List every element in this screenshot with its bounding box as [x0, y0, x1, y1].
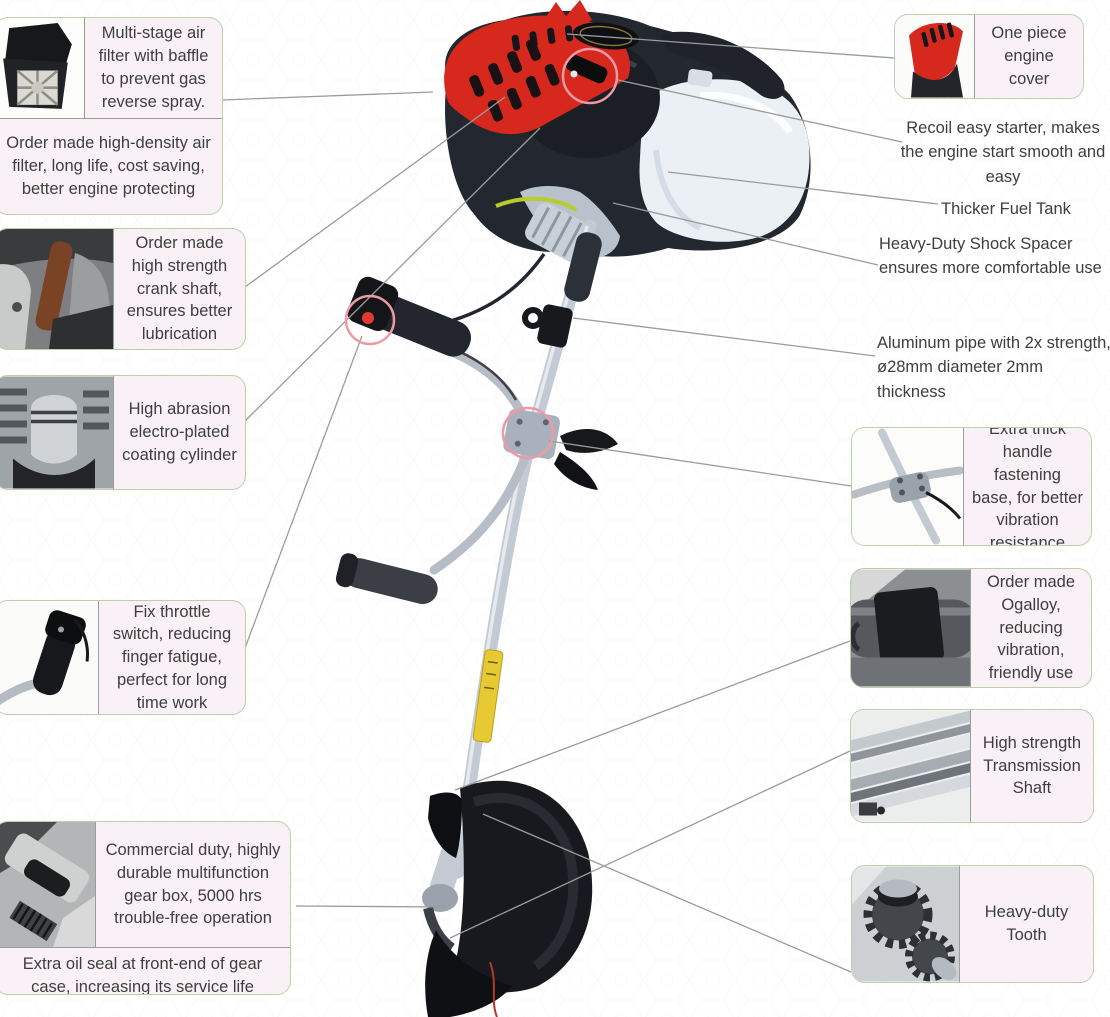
line-transmission [449, 750, 851, 939]
guard-wing [428, 792, 462, 858]
tooth-gear-photo [852, 866, 960, 982]
line-gear-box [295, 905, 447, 908]
callout-handle-base: Extra thick handle fastening base, for b… [851, 427, 1092, 546]
fuel-tank-shade [653, 149, 702, 231]
line-recoil [617, 79, 903, 143]
engine-shoulder [660, 31, 785, 99]
fuel-tank-highlight [699, 91, 793, 135]
callout-text: Commercial duty, highly durable multifun… [105, 840, 281, 928]
kill-switch-button [362, 312, 374, 324]
wing-screw-lower [554, 452, 598, 490]
highlight-throttle-switch [344, 294, 396, 346]
cylinder-photo [0, 376, 114, 489]
vent-grid [469, 39, 560, 122]
callout-note: Extra oil seal at front-end of gear case… [0, 947, 290, 994]
left-grip [335, 553, 438, 605]
highlight-starter [561, 47, 619, 105]
engine-cover-photo [895, 15, 975, 98]
fuel-tank [639, 79, 810, 242]
callout-throttle: Fix throttle switch, reducing finger fat… [0, 600, 246, 715]
wing-screw [560, 429, 618, 453]
upper-clamp [522, 304, 573, 348]
callout-text: Extra thick handle fastening base, for b… [972, 427, 1083, 546]
line-ogalloy [454, 640, 851, 791]
warning-sticker [472, 649, 504, 743]
choke-dot [570, 70, 578, 78]
callout-text: Multi-stage air filter with baffle to pr… [98, 24, 209, 111]
trimmer-spool [425, 930, 512, 1017]
fuel-cap [687, 68, 713, 88]
shock-spacer [564, 232, 602, 302]
callout-text: High abrasion electro-plated coating cyl… [122, 400, 237, 464]
label-recoil-starter: Recoil easy starter, makes the engine st… [900, 119, 1106, 186]
handlebar-left [429, 439, 535, 575]
choke-lever [565, 54, 608, 84]
transmission-shaft-photo [851, 710, 971, 822]
callout-note: Order made high-density air filter, long… [0, 118, 222, 214]
spark-wire [495, 196, 578, 212]
line-cylinder [244, 127, 541, 422]
line-fuel-tank [667, 171, 939, 205]
throttle-photo [0, 601, 99, 714]
callout-cylinder: High abrasion electro-plated coating cyl… [0, 375, 246, 490]
label-shock-spacer: Heavy-Duty Shock Spacer ensures more com… [879, 235, 1102, 278]
label-aluminum-pipe: Aluminum pipe with 2x strength, ø28mm di… [877, 334, 1110, 401]
callout-transmission: High strength Transmission Shaft [850, 709, 1094, 823]
callout-engine-cover: One piece engine cover [894, 14, 1084, 99]
label-fuel-tank: Thicker Fuel Tank [941, 200, 1071, 218]
brand-disc [573, 22, 639, 50]
callout-crank-shaft: Order made high strength crank shaft, en… [0, 228, 246, 350]
callout-tooth: Heavy-duty Tooth [851, 865, 1094, 983]
gear-head [422, 884, 458, 912]
gear-head-neck [430, 841, 466, 895]
handle-clamp [503, 408, 560, 460]
line-throttle [244, 335, 363, 649]
engine-fin [540, 0, 592, 30]
callout-lines [221, 33, 939, 973]
line-handle-base [548, 440, 852, 487]
air-filter-photo [0, 18, 85, 118]
line-tooth [482, 813, 852, 973]
guard-sheen [472, 793, 579, 971]
line-engine-cover [566, 33, 895, 59]
machine [335, 0, 811, 1017]
callout-text: One piece engine cover [991, 24, 1067, 88]
callout-text: High strength Transmission Shaft [982, 733, 1082, 798]
callout-gear-box: Commercial duty, highly durable multifun… [0, 821, 291, 995]
throttle-grip [347, 276, 472, 357]
callout-text: Heavy-duty Tooth [984, 903, 1069, 944]
line-shock-spacer [612, 202, 879, 266]
callout-text: Order made high strength crank shaft, en… [126, 234, 233, 344]
callout-text: Fix throttle switch, reducing finger fat… [112, 602, 232, 712]
ogalloy-photo [851, 569, 971, 687]
crank-shaft-photo [0, 229, 114, 349]
line-aluminum-pipe [572, 317, 876, 357]
handle-base-photo [852, 428, 964, 545]
callout-air-filter: Multi-stage air filter with baffle to pr… [0, 17, 223, 215]
callout-ogalloy: Order made Ogalloy, reducing vibration, … [850, 568, 1092, 688]
callout-text: Order made Ogalloy, reducing vibration, … [986, 573, 1076, 683]
gear-box-photo [0, 822, 96, 947]
line-air-filter [221, 91, 434, 101]
trimmer-line [489, 961, 498, 1017]
highlight-circles [344, 47, 619, 460]
line-crank-shaft [244, 96, 506, 288]
highlight-handle-clamp [501, 406, 555, 460]
